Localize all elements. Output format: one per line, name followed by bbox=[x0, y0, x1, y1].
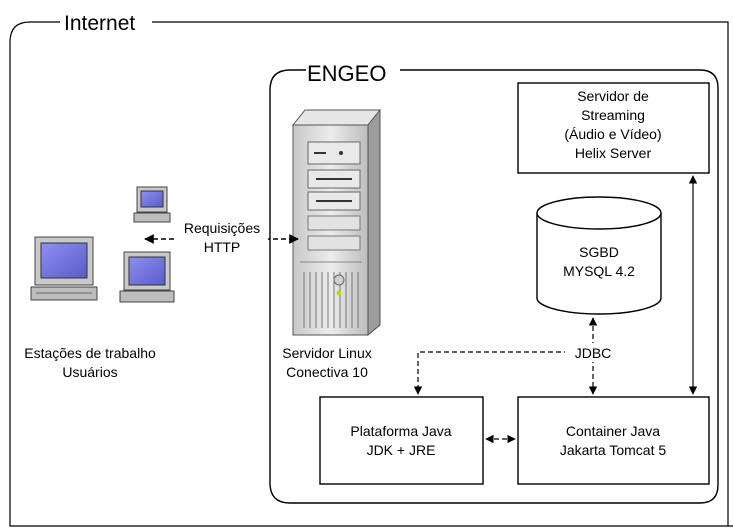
server-line2: Conectiva 10 bbox=[286, 364, 368, 380]
sgbd-line1: SGBD bbox=[579, 244, 619, 260]
requests-line2: HTTP bbox=[204, 239, 241, 255]
container-line2: Jakarta Tomcat 5 bbox=[560, 442, 667, 458]
internet-frame bbox=[9, 21, 733, 527]
jdbc-label: JDBC bbox=[575, 345, 612, 361]
workstations-line2: Usuários bbox=[62, 364, 117, 380]
streaming-line3: (Áudio e Vídeo) bbox=[564, 126, 661, 142]
workstation-small-icon bbox=[133, 186, 171, 223]
streaming-line1: Servidor de bbox=[577, 88, 649, 104]
java-platform-line2: JDK + JRE bbox=[367, 442, 436, 458]
java-platform-box bbox=[319, 396, 484, 485]
requests-line1: Requisições bbox=[184, 220, 260, 236]
streaming-line2: Streaming bbox=[581, 107, 645, 123]
container-line1: Container Java bbox=[566, 423, 660, 439]
streaming-server-box bbox=[517, 82, 710, 174]
server-line1: Servidor Linux bbox=[282, 345, 372, 361]
jdbc-connector-to-java bbox=[413, 351, 593, 395]
internet-label: Internet bbox=[64, 12, 135, 35]
streaming-line4: Helix Server bbox=[575, 145, 652, 161]
workstations-line1: Estações de trabalho bbox=[24, 345, 156, 361]
engeo-frame bbox=[269, 69, 719, 504]
database-cylinder-icon bbox=[536, 196, 662, 315]
engeo-label: ENGEO bbox=[307, 61, 386, 86]
container-java-box bbox=[517, 396, 710, 485]
java-platform-line1: Plataforma Java bbox=[350, 423, 451, 439]
sgbd-line2: MYSQL 4.2 bbox=[563, 263, 635, 279]
linux-server-icon bbox=[291, 108, 382, 337]
workstation-left-icon bbox=[30, 236, 98, 301]
workstation-right-icon bbox=[119, 251, 175, 303]
